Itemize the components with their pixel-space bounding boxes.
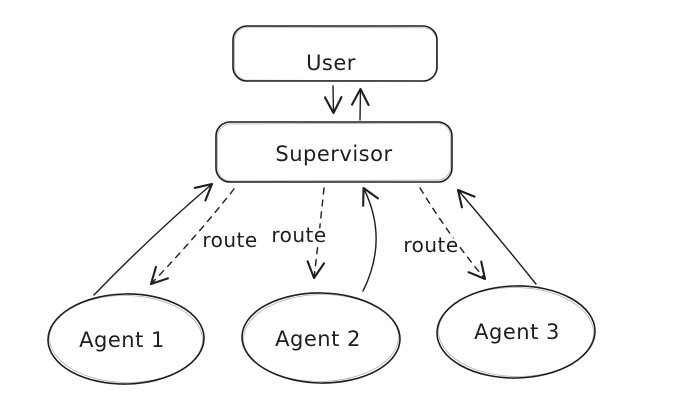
user-box-sketch-stroke xyxy=(234,26,437,82)
node-agent-1: Agent 1 xyxy=(47,293,205,385)
agent-2-ellipse xyxy=(241,292,401,384)
edge-supervisor-to-user-arrow xyxy=(350,87,370,121)
user-box xyxy=(232,25,438,82)
agent-2-label: Agent 2 xyxy=(275,327,361,351)
edge-supervisor-to-agent3-dashed-arrow xyxy=(419,187,487,281)
edge-labels-layer: route route route xyxy=(200,221,461,260)
user-label: User xyxy=(306,51,356,75)
route-label-2: route xyxy=(271,223,326,247)
agent-1-label: Agent 1 xyxy=(79,328,165,352)
agent-1-ellipse xyxy=(47,293,205,385)
agent-1-sketch-stroke xyxy=(49,295,203,383)
supervisor-label: Supervisor xyxy=(275,142,392,166)
edge-agent3-to-supervisor-arrow xyxy=(456,188,537,285)
node-agent-3: Agent 3 xyxy=(436,285,596,379)
node-user: User xyxy=(232,25,438,82)
agent-3-label: Agent 3 xyxy=(474,320,560,344)
edge-user-to-supervisor-arrow xyxy=(323,85,343,115)
supervisor-box xyxy=(215,121,453,183)
edge-supervisor-to-agent1-dashed-arrow xyxy=(149,188,235,286)
supervisor-box-sketch-stroke xyxy=(217,122,451,182)
agent-2-sketch-stroke xyxy=(243,294,399,382)
agent-3-ellipse xyxy=(436,285,596,379)
route-label-3: route xyxy=(403,233,458,257)
agent-3-sketch-stroke xyxy=(438,287,594,377)
edge-agent1-to-supervisor-arrow xyxy=(93,182,214,296)
node-agent-2: Agent 2 xyxy=(241,292,401,384)
route-label-1: route xyxy=(202,228,257,252)
nodes-layer: User Supervisor Agent 1 Agent 2 Agen xyxy=(47,25,596,385)
node-supervisor: Supervisor xyxy=(215,121,453,183)
edge-agent2-to-supervisor-arrow xyxy=(362,186,379,292)
edges-layer xyxy=(93,85,537,296)
